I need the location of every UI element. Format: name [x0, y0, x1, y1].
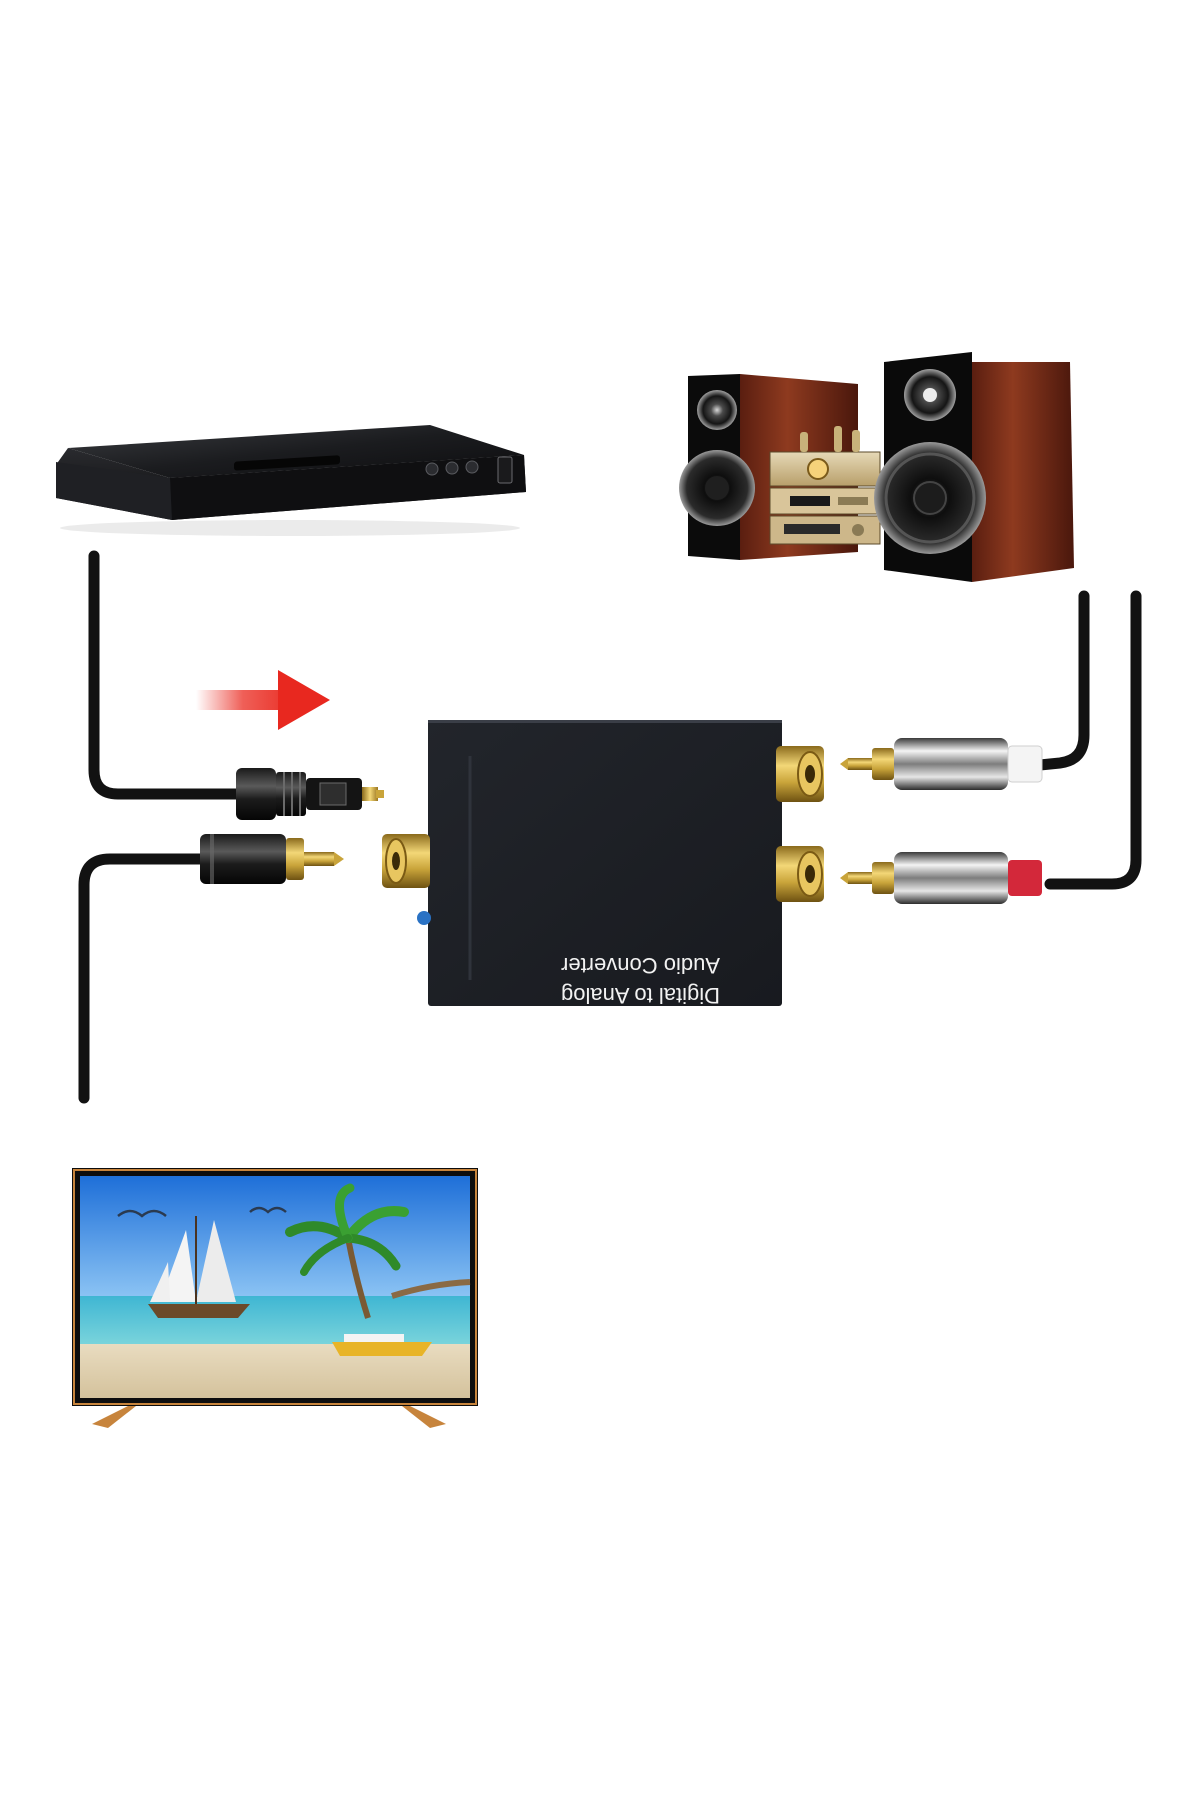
- right-speaker: [874, 352, 1074, 582]
- power-led-icon: [417, 911, 431, 925]
- tv-stand-right: [402, 1406, 446, 1428]
- toslink-optical-plug: [236, 768, 384, 820]
- flat-screen-tv: [72, 1168, 478, 1428]
- converter-label-line2: Audio Converter: [561, 953, 720, 978]
- coaxial-input-jack: [382, 834, 430, 888]
- coaxial-rca-plug: [200, 834, 344, 884]
- rca-white-plug: [840, 738, 1043, 790]
- rca-output-jack-top: [776, 746, 824, 802]
- converter-box: Digital to Analog Audio Converter: [382, 720, 824, 1008]
- tv-stand-left: [92, 1406, 136, 1428]
- stereo-speaker-system: [679, 352, 1074, 582]
- rca-red-cable-line: [1044, 590, 1142, 890]
- coaxial-cable-line: [78, 853, 206, 1104]
- dvd-player: [56, 425, 526, 536]
- converter-label-line1: Digital to Analog: [561, 983, 720, 1008]
- rca-white-cable-line: [1034, 590, 1090, 771]
- tv-screen-beach-scene: [80, 1176, 471, 1398]
- rca-red-plug: [840, 852, 1042, 904]
- tweeter-icon: [697, 390, 737, 430]
- amplifier-stack: [769, 426, 881, 545]
- signal-arrow-icon: [196, 670, 330, 730]
- rca-output-jack-bottom: [776, 846, 824, 902]
- optical-cable-line: [88, 550, 244, 800]
